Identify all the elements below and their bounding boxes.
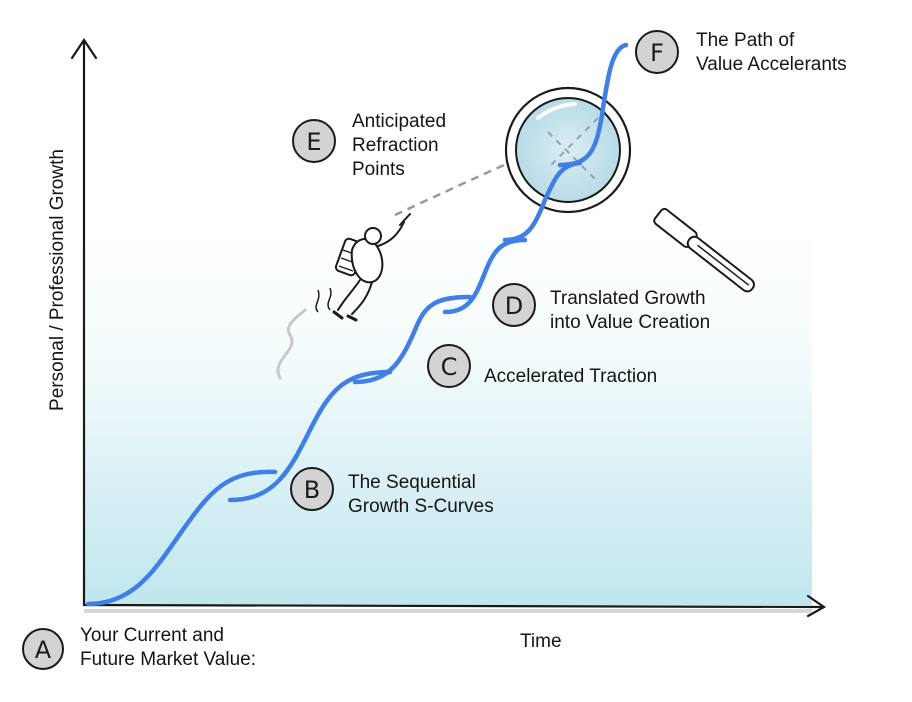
marker-b-label: The Sequential Growth S-Curves	[348, 472, 494, 517]
jetpack-person-icon	[276, 213, 411, 380]
s-curve-6	[557, 42, 629, 168]
s-curve-1	[85, 469, 278, 607]
x-axis-title: Time	[520, 631, 562, 652]
marker-f: F	[635, 30, 679, 74]
marker-c-letter: C	[441, 353, 458, 381]
marker-a: A	[22, 628, 64, 670]
marker-a-letter: A	[35, 636, 52, 664]
s-curve-5	[502, 160, 583, 243]
marker-e-label: Anticipated Refraction Points	[352, 111, 447, 180]
marker-d: D	[492, 283, 536, 327]
s-curve-4	[442, 237, 528, 315]
y-axis	[70, 38, 98, 607]
y-axis-title: Personal / Professional Growth	[47, 149, 68, 411]
marker-f-letter: F	[650, 39, 664, 67]
s-curve-2	[227, 369, 393, 503]
marker-c: C	[427, 344, 471, 388]
s-curve-3	[352, 294, 473, 385]
growth-area-background	[84, 225, 812, 605]
marker-d-label: Translated Growth into Value Creation	[550, 288, 711, 333]
marker-c-label: Accelerated Traction	[484, 366, 658, 387]
marker-e: E	[292, 119, 336, 163]
marker-b: B	[290, 467, 334, 511]
marker-d-letter: D	[505, 292, 523, 320]
marker-e-letter: E	[306, 128, 321, 156]
marker-b-letter: B	[304, 476, 320, 504]
marker-f-label: The Path of Value Accelerants	[696, 30, 847, 75]
x-axis-shadow	[84, 609, 812, 613]
x-axis	[82, 594, 827, 618]
marker-a-label: Your Current and Future Market Value:	[80, 625, 257, 670]
growth-s-curves	[85, 42, 629, 607]
